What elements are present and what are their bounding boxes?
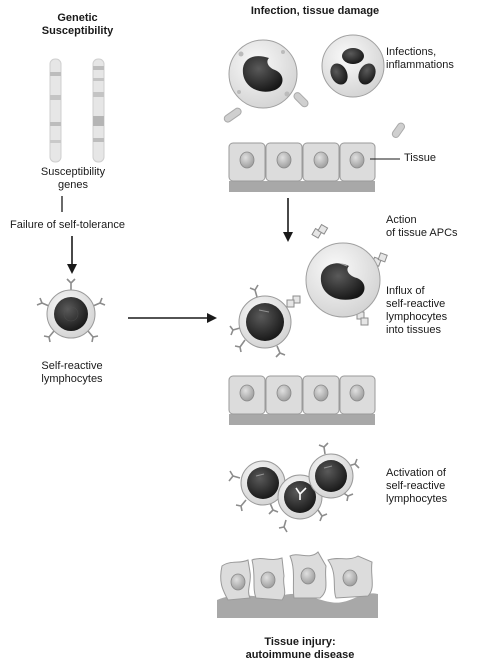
neutrophil-icon [321,34,385,98]
apc-icon [286,223,388,326]
genetic-susceptibility-title: Genetic Susceptibility [41,12,114,37]
lymphocyte-icon [229,284,292,358]
susceptibility-genes-label: Susceptibility genes [40,166,106,191]
chromosome-icon [49,58,62,163]
action-apcs-label: Action of tissue APCs [386,214,458,239]
macrophage-icon [228,39,298,109]
failure-self-tolerance-label: Failure of self-tolerance [10,219,125,231]
bacteria-icon [293,92,309,108]
tissue-injury-label: Tissue injury: autoimmune disease [245,636,355,661]
activation-label: Activation of self-reactive lymphocytes [386,467,448,505]
damaged-tissue-layer [217,551,378,618]
bacteria-icon [223,107,242,123]
bacteria-icon [391,122,405,138]
self-reactive-lymphocytes-label: Self-reactive lymphocytes [41,360,103,385]
infection-tissue-damage-title: Infection, tissue damage [250,5,380,17]
influx-label: Influx of self-reactive lymphocytes into… [386,285,448,336]
tissue-label: Tissue [404,152,436,164]
chromosome-icon [92,58,105,163]
infections-label: Infections, inflammations [386,46,454,71]
self-reactive-lymphocyte-icon [36,278,106,343]
tissue-layer [228,375,376,425]
tissue-layer [228,142,376,192]
activated-lymphocyte-cluster-icon [228,442,360,533]
